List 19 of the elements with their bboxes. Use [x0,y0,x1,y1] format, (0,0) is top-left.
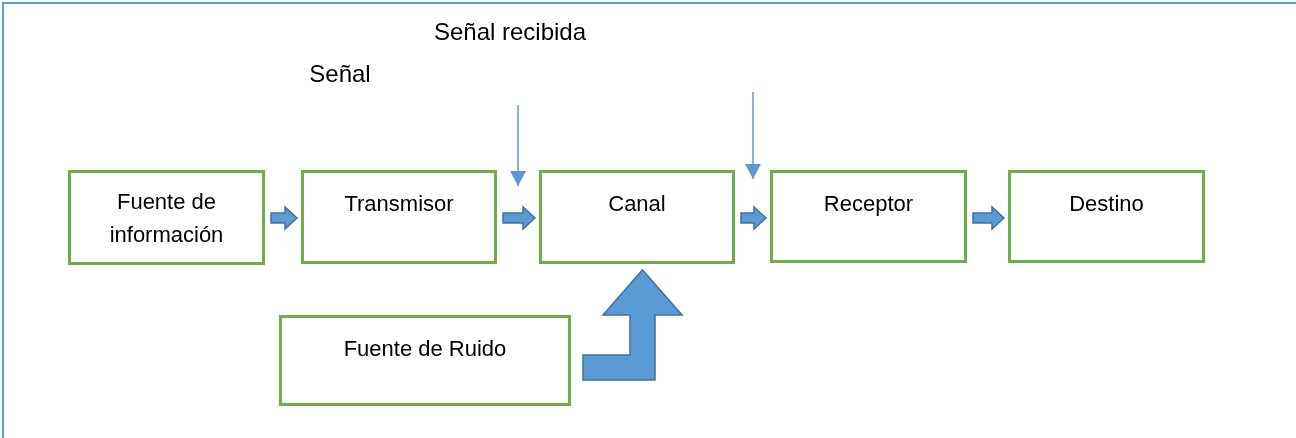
process-box [301,170,497,264]
block-arrow [270,205,299,231]
signal-label: Señal [308,60,372,89]
process-box [539,170,735,264]
box-label: Receptor [822,190,915,218]
block-arrow [740,205,768,231]
block-arrow [582,268,684,381]
process-box [1008,170,1205,263]
block-arrow [972,205,1006,231]
process-box [68,170,265,265]
box-label: Fuente de Ruido [342,335,508,363]
block-arrow [502,205,537,231]
box-label: Canal [607,190,667,218]
process-box [279,315,571,406]
box-label: Destino [1068,190,1145,218]
box-label: Transmisor [343,190,455,218]
signal-label: Señal recibida [432,18,588,47]
process-box [770,170,967,263]
box-label: Fuente de información [108,187,225,249]
